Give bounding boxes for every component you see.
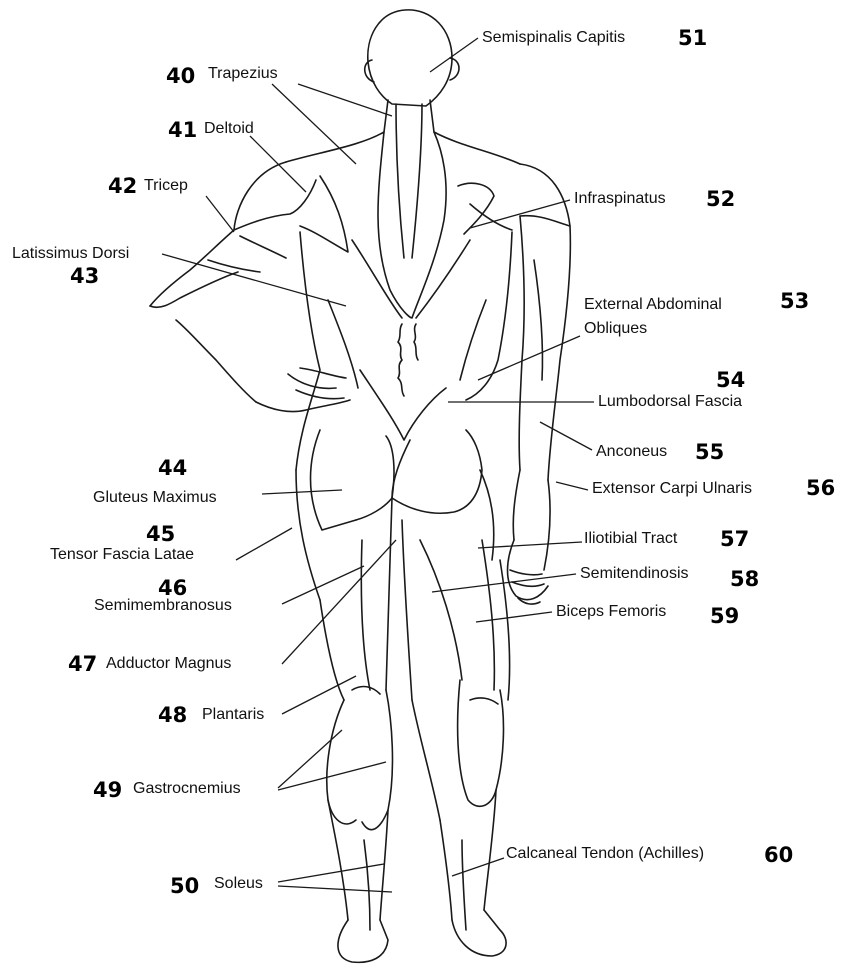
label-number-40: 40 (166, 66, 195, 87)
label-number-54: 54 (716, 370, 745, 391)
label-number-43: 43 (70, 266, 99, 287)
label-number-58: 58 (730, 569, 759, 590)
label-number-47: 47 (68, 654, 97, 675)
leader-line-biceps-femoris (476, 612, 552, 622)
leader-line-semispinalis-capitis (430, 38, 478, 72)
label-latissimus-dorsi: Latissimus Dorsi (12, 246, 129, 262)
label-iliotibial-tract: Iliotibial Tract (584, 531, 677, 547)
leader-line-tensor-fascia-latae (236, 528, 292, 560)
label-number-52: 52 (706, 189, 735, 210)
label-tricep: Tricep (144, 178, 188, 194)
label-number-57: 57 (720, 529, 749, 550)
leader-line-tricep (206, 196, 234, 232)
label-biceps-femoris: Biceps Femoris (556, 604, 666, 620)
label-number-55: 55 (695, 442, 724, 463)
label-number-46: 46 (158, 578, 187, 599)
label-number-44: 44 (158, 458, 187, 479)
leader-line-soleus (278, 864, 384, 882)
label-lumbodorsal-fascia: Lumbodorsal Fascia (598, 394, 742, 410)
leader-line-adductor-magnus (282, 540, 396, 664)
leader-line-calcaneal-tendon (452, 858, 504, 876)
label-number-45: 45 (146, 524, 175, 545)
label-semispinalis-capitis: Semispinalis Capitis (482, 30, 625, 46)
label-calcaneal-tendon: Calcaneal Tendon (Achilles) (506, 846, 704, 862)
label-tensor-fascia-latae: Tensor Fascia Latae (50, 547, 194, 563)
label-number-59: 59 (710, 606, 739, 627)
label-number-60: 60 (764, 845, 793, 866)
label-number-50: 50 (170, 876, 199, 897)
leader-line-extensor-carpi-ulnaris (556, 482, 588, 490)
leader-line-latissimus-dorsi (162, 254, 346, 306)
leader-line-trapezius (272, 84, 356, 164)
label-gluteus-maximus: Gluteus Maximus (93, 490, 217, 506)
leader-line-external-abdominal-obliques (478, 336, 580, 380)
label-number-51: 51 (678, 28, 707, 49)
leader-line-deltoid (250, 136, 306, 192)
leader-line-anconeus (540, 422, 592, 450)
label-infraspinatus: Infraspinatus (574, 191, 666, 207)
label-semitendinosis: Semitendinosis (580, 566, 689, 582)
label-number-41: 41 (168, 120, 197, 141)
label-gastrocnemius: Gastrocnemius (133, 781, 241, 797)
leader-line-iliotibial-tract (478, 542, 582, 548)
label-semimembranosus: Semimembranosus (94, 598, 232, 614)
leader-line-plantaris (282, 676, 356, 714)
label-adductor-magnus: Adductor Magnus (106, 656, 231, 672)
label-trapezius: Trapezius (208, 66, 278, 82)
label-anconeus: Anconeus (596, 444, 667, 460)
label-number-56: 56 (806, 478, 835, 499)
leader-line-soleus (278, 886, 392, 892)
leader-line-semimembranosus (282, 566, 364, 604)
label-deltoid: Deltoid (204, 121, 254, 137)
label-number-42: 42 (108, 176, 137, 197)
label-soleus: Soleus (214, 876, 263, 892)
label-number-53: 53 (780, 291, 809, 312)
leader-line-gluteus-maximus (262, 490, 342, 494)
label-extensor-carpi-ulnaris: Extensor Carpi Ulnaris (592, 481, 752, 497)
label-number-48: 48 (158, 705, 187, 726)
label-plantaris: Plantaris (202, 707, 264, 723)
label-number-49: 49 (93, 780, 122, 801)
leader-line-trapezius (298, 84, 392, 116)
leader-line-gastrocnemius (278, 762, 386, 790)
leader-line-infraspinatus (470, 200, 570, 228)
leader-line-semitendinosis (432, 574, 576, 592)
leader-line-gastrocnemius (278, 730, 342, 788)
